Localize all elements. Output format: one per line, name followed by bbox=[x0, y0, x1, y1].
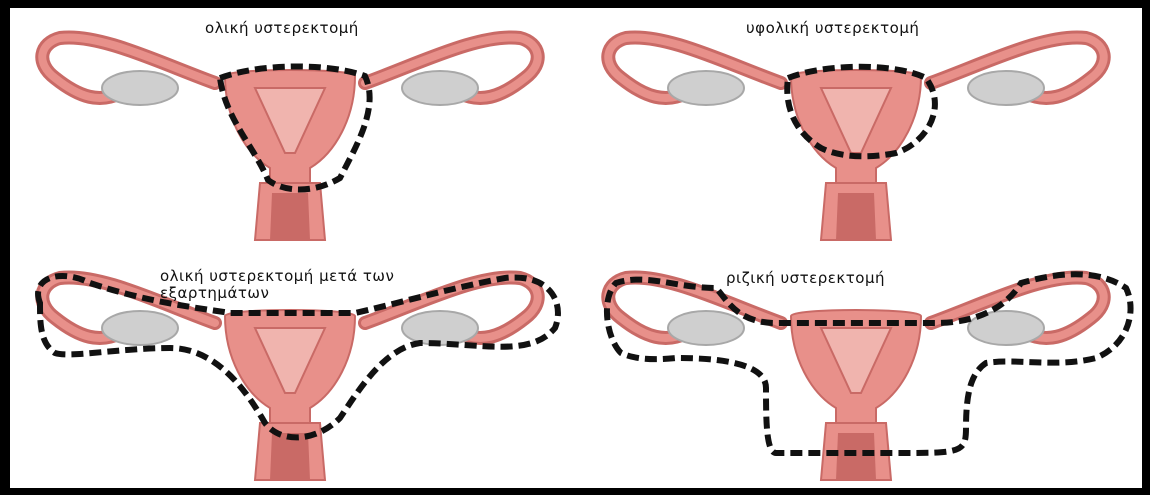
panel-radical-hysterectomy: ριζική υστερεκτομή bbox=[576, 248, 1142, 488]
panel-label: ολική υστερεκτομή bbox=[205, 20, 359, 37]
panel-total-hysterectomy: ολική υστερεκτομή bbox=[10, 8, 576, 248]
uterus-drawing bbox=[42, 37, 537, 240]
uterus-drawing bbox=[608, 37, 1103, 240]
uterus-illustration bbox=[10, 8, 576, 248]
panel-label: ριζική υστερεκτομή bbox=[726, 270, 885, 287]
uterus-drawing bbox=[608, 277, 1103, 480]
uterus-illustration bbox=[576, 8, 1142, 248]
panel-total-hysterectomy-with-adnexa: ολική υστερεκτομή μετά των εξαρτημάτων bbox=[10, 248, 576, 488]
uterus-drawing bbox=[42, 277, 537, 480]
figure-frame: ολική υστερεκτομή υφολική υστερεκτομή bbox=[10, 8, 1142, 488]
panel-subtotal-hysterectomy: υφολική υστερεκτομή bbox=[576, 8, 1142, 248]
panel-label: ολική υστερεκτομή μετά των εξαρτημάτων bbox=[160, 268, 460, 302]
panel-label: υφολική υστερεκτομή bbox=[746, 20, 919, 37]
